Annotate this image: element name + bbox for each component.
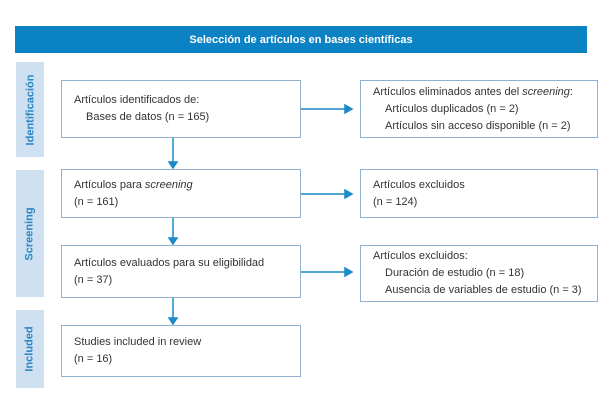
box-text: Artículos duplicados (n = 2) — [385, 102, 519, 115]
box-text: Duración de estudio (n = 18) — [385, 267, 525, 279]
diagram-title: Selección de artículos en bases científi… — [15, 26, 587, 53]
box-text: Artículos para screening — [74, 178, 193, 191]
box-text: (n = 161) — [74, 195, 119, 208]
box-text: Artículos eliminados antes del screening… — [373, 85, 573, 98]
box-text: Ausencia de variables de estudio (n = 3) — [385, 284, 582, 296]
box-text: Bases de datos (n = 165) — [86, 111, 210, 123]
box-text: Artículos evaluados para su eligibilidad — [74, 256, 265, 269]
box-text: Artículos excluidos — [373, 178, 465, 191]
box-text: Studies included in review — [74, 336, 202, 348]
box-text: Artículos sin acceso disponible (n = 2) — [385, 119, 571, 132]
box-text: (n = 124) — [373, 195, 418, 208]
box-text: (n = 37) — [74, 273, 113, 286]
box-included: Studies included in review (n = 16) — [61, 325, 301, 377]
phase-identification: Identificación — [16, 62, 44, 157]
box-text: Artículos identificados de: — [74, 94, 200, 106]
box-text: (n = 16) — [74, 353, 113, 365]
phase-screening: Screening — [16, 170, 44, 297]
box-removed: Artículos eliminados antes del screening… — [360, 80, 598, 138]
box-eligibility: Artículos evaluados para su eligibilidad… — [61, 245, 301, 298]
box-identified: Artículos identificados de: Bases de dat… — [61, 80, 301, 138]
phase-included: Included — [16, 310, 44, 388]
box-excluded-2: Artículos excluidos: Duración de estudio… — [360, 245, 598, 302]
box-text: Artículos excluidos: — [373, 250, 468, 262]
box-screening: Artículos para screening (n = 161) — [61, 169, 301, 218]
box-excluded-1: Artículos excluidos (n = 124) — [360, 169, 598, 218]
